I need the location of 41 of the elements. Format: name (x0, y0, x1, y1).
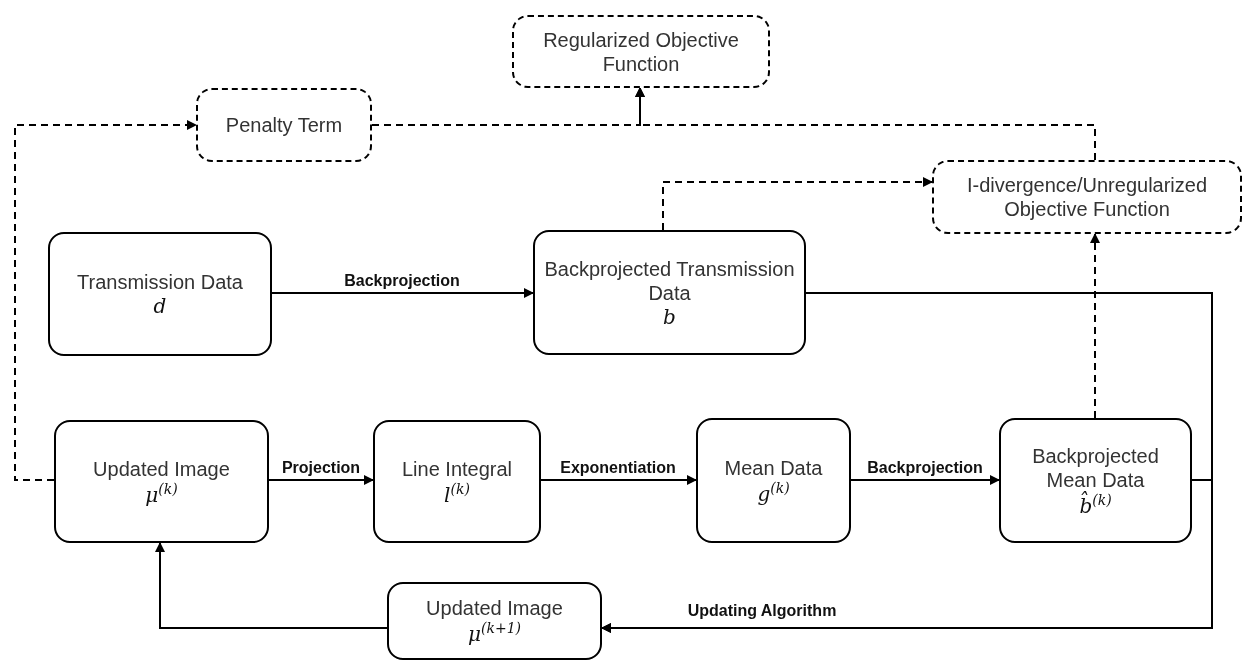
math-symbol: g$^{(k)}$ (757, 479, 790, 506)
process-box (999, 418, 1192, 543)
dashed-arrow (662, 177, 933, 231)
node-title: Backprojected Mean Data (1031, 443, 1160, 491)
node-title: Backprojected Transmission Data (543, 256, 796, 305)
node-title: Transmission Data (77, 270, 243, 294)
dashed-process-box (932, 160, 1242, 234)
math-symbol: μ$^{(k)}$ (145, 480, 178, 507)
process-box (387, 582, 602, 660)
edge-label: Backprojection (342, 272, 462, 290)
dashed-arrow (635, 87, 1096, 161)
math-symbol: l$^{(k)}$ (444, 480, 470, 507)
dashed-arrow (14, 120, 197, 481)
node-title: Mean Data (724, 455, 823, 480)
node-title: Line Integral (401, 456, 513, 481)
process-box (48, 232, 272, 356)
dashed-process-box (196, 88, 372, 162)
process-box (54, 420, 269, 543)
process-box (373, 420, 541, 543)
node-title: Penalty Term (225, 113, 343, 137)
arrow (268, 475, 374, 485)
node-title: Updated Image (426, 596, 563, 621)
arrow (850, 475, 1000, 485)
math-symbol: μ$^{(k+1)}$ (467, 620, 521, 646)
dashed-arrow (1090, 233, 1100, 419)
arrow (271, 288, 534, 298)
edge-label: Backprojection (865, 459, 985, 477)
edge-label: Updating Algorithm (685, 602, 839, 620)
node-title: I-divergence/Unregularized Objective Function (965, 173, 1209, 221)
dashed-process-box (512, 15, 770, 88)
process-box (533, 230, 806, 355)
node-title: Updated Image (93, 456, 230, 481)
arrow (601, 479, 1213, 633)
arrow (540, 475, 697, 485)
math-symbol: b̂$^{(k)}$ (1079, 491, 1112, 518)
node-title: Regularized Objective Function (542, 27, 740, 76)
process-box (696, 418, 851, 543)
math-symbol: b (663, 304, 676, 329)
edge-label: Exponentiation (558, 459, 678, 477)
math-symbol: d (153, 294, 167, 318)
arrow (155, 542, 388, 629)
